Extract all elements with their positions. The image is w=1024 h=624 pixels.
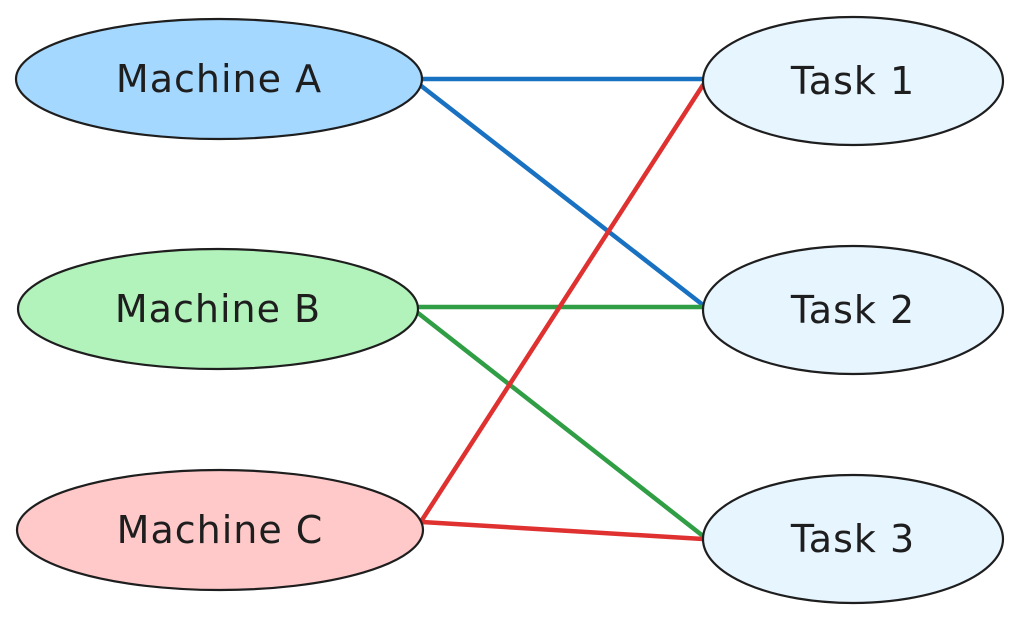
machine-b-label: Machine B (115, 287, 321, 331)
task-1-ellipse (701, 15, 1005, 147)
machine-b-ellipse (16, 247, 420, 371)
edges (415, 76, 706, 542)
machine-c-ellipse (15, 468, 425, 592)
machine-node-b[interactable]: Machine B (16, 247, 420, 371)
edge-machine-c-task-3 (419, 519, 706, 542)
task-2-label: Task 2 (790, 288, 915, 332)
task-node-1[interactable]: Task 1 (701, 15, 1005, 147)
machine-node-a[interactable]: Machine A (14, 17, 424, 141)
machine-node-c[interactable]: Machine C (15, 468, 425, 592)
machine-a-label: Machine A (116, 57, 322, 101)
task-node-3[interactable]: Task 3 (701, 473, 1005, 605)
machine-c-label: Machine C (117, 508, 324, 552)
edge-machine-c-task-1 (419, 82, 706, 523)
edge-machine-a-task-2 (417, 82, 706, 308)
task-3-ellipse (701, 473, 1005, 605)
machine-a-ellipse (14, 17, 424, 141)
task-node-2[interactable]: Task 2 (701, 244, 1005, 376)
task-2-ellipse (701, 244, 1005, 376)
task-1-label: Task 1 (790, 59, 915, 103)
edge-machine-b-task-3 (415, 310, 706, 539)
task-3-label: Task 3 (790, 517, 915, 561)
